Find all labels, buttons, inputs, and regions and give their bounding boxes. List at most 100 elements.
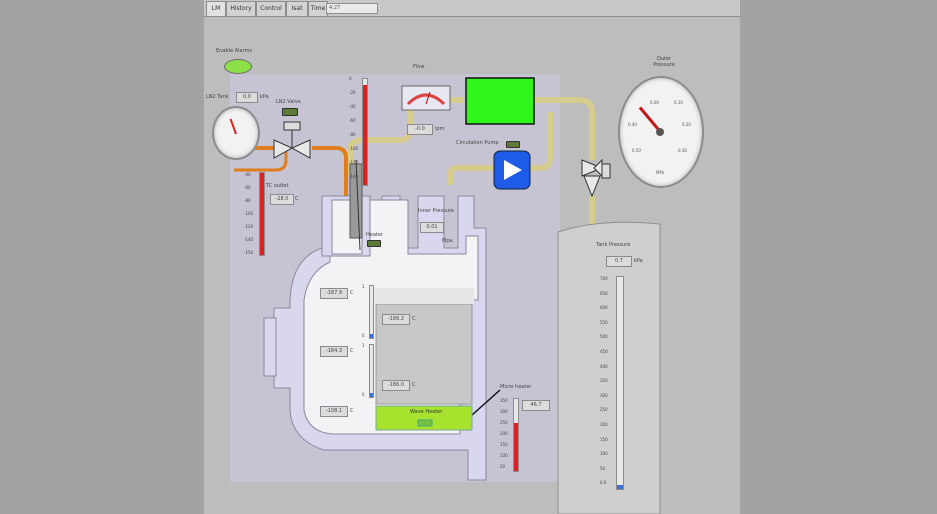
tc-outlet-value: -28.0 <box>270 194 294 205</box>
outer-gauge-hub <box>656 128 664 136</box>
wave-heater-button[interactable] <box>376 406 472 430</box>
bottom-scale-tick: 250 <box>500 420 508 425</box>
top-scale-tick: 0 <box>349 76 352 81</box>
inner-pressure-label: Inner Pressure <box>418 208 454 214</box>
bottom-scale-tick: 300 <box>500 409 508 414</box>
tc-outlet-unit: C <box>295 196 299 202</box>
bottom-scale-tick: 50 <box>500 464 506 469</box>
bottom-scale-tick: 200 <box>500 431 508 436</box>
circulation-pump-button[interactable] <box>494 151 530 189</box>
mini-scale-1-top: 1 <box>362 284 365 289</box>
mini-thermometer-1 <box>369 285 374 339</box>
temp-readout-3: -108.1 <box>320 406 348 417</box>
tab-isat[interactable]: Isat <box>286 1 308 16</box>
ln2-valve-label: LN2 Valve <box>276 99 301 105</box>
tank-scale-tick: 300 <box>600 392 608 398</box>
tank-scale-tick: 500 <box>600 334 608 340</box>
tank-scale-tick: 200 <box>600 422 608 427</box>
micro-heater-thermometer <box>513 398 519 472</box>
gauge-tick-5: 0.50 <box>632 148 641 153</box>
temp-readout-2: -184.3 <box>320 346 348 357</box>
circulation-pump-led <box>506 141 520 148</box>
temp-unit-3: C <box>350 408 354 414</box>
ln2-tank-label: LN2 Tank <box>206 94 229 100</box>
tank-scale-tick: 550 <box>600 319 608 325</box>
flow-label: Flow <box>413 64 425 70</box>
tank-pressure-unit: kPa <box>634 258 643 264</box>
top-scale-tick: -140 <box>349 174 359 179</box>
tank-scale-tick: 650 <box>600 290 608 296</box>
wave-heater-label: Wave Heater <box>410 409 443 415</box>
tab-history[interactable]: History <box>226 1 256 16</box>
mini-scale-2-top: 1 <box>362 343 365 348</box>
top-scale-tick: -100 <box>349 146 359 151</box>
bottom-scale-tick: 100 <box>500 453 508 458</box>
gauge-tick-1: 0.10 <box>674 100 683 105</box>
temp-unit-4: C <box>412 316 416 322</box>
top-scale-tick: -60 <box>349 118 356 123</box>
left-scale-tick: -100 <box>244 211 254 216</box>
tank-scale-tick: 600 <box>600 305 608 311</box>
gauge-tick-0: 0.00 <box>650 100 659 105</box>
temp-readout-5: -186.0 <box>382 380 410 391</box>
process-diagram <box>230 74 661 514</box>
mini-thermometer-2 <box>369 344 374 398</box>
top-scale-tick: -20 <box>349 90 356 95</box>
temp-unit-5: C <box>412 382 416 388</box>
flow-unit: lpm <box>435 126 445 132</box>
mini-scale-2-bottom: 0 <box>362 392 365 397</box>
inner-pressure-unit: Mpa <box>442 238 453 244</box>
gauge-tick-4: 0.40 <box>628 122 637 127</box>
temp-unit-1: C <box>350 290 354 296</box>
left-scale-tick: -60 <box>244 185 251 190</box>
tab-lm[interactable]: LM <box>206 1 226 16</box>
heater-label: Heater <box>366 232 383 238</box>
top-thermometer <box>362 78 368 186</box>
gauge-tick-2: 0.20 <box>682 122 691 127</box>
ln2-valve-led <box>282 108 298 116</box>
tab-control[interactable]: Control <box>256 1 286 16</box>
top-scale-tick: -40 <box>349 104 356 109</box>
heater-led <box>367 240 381 247</box>
tank-scale-tick: 150 <box>600 436 608 442</box>
ln2-tank-gauge <box>212 106 260 160</box>
left-scale-tick: -150 <box>244 250 254 255</box>
bottom-scale-tick: 150 <box>500 442 508 447</box>
top-scale-tick: -120 <box>349 160 359 165</box>
ln2-tank-value: 0.0 <box>236 92 258 103</box>
tank-scale-tick: 350 <box>600 378 608 384</box>
main-panel: LM History Control Isat Time 4:27 Enable… <box>204 0 740 514</box>
micro-heater-label: Micro heater <box>500 384 532 390</box>
inner-pressure-value: 0.01 <box>420 222 444 233</box>
left-scale-tick: -40 <box>244 172 251 177</box>
outer-pressure-label: Outer Pressure <box>653 56 675 68</box>
bottom-scale-tick: 350 <box>500 398 508 403</box>
tank-scale-tick: 50 <box>600 465 606 471</box>
flow-value: -0.0 <box>407 124 433 135</box>
top-scale-tick: -80 <box>349 132 356 137</box>
left-scale-tick: -120 <box>244 224 254 229</box>
temp-readout-4: -186.2 <box>382 314 410 325</box>
tc-outlet-label: TC outlet <box>266 183 289 189</box>
temp-unit-2: C <box>350 348 354 354</box>
gauge-unit: MPa <box>656 170 665 175</box>
tank-pressure-tube <box>616 276 624 490</box>
tank-scale-tick: 400 <box>600 363 608 369</box>
tank-pressure-value: 0.7 <box>606 256 632 267</box>
tank-pressure-label: Tank Pressure <box>596 242 631 248</box>
ln2-gauge-needle <box>229 118 237 135</box>
gauge-tick-3: 0.30 <box>678 148 687 153</box>
enable-alarms-label: Enable Alarms <box>216 48 252 54</box>
tank-scale-tick: 700 <box>600 276 608 281</box>
circulation-pump-label: Circulation Pump <box>456 140 499 146</box>
temp-readout-1: -187.9 <box>320 288 348 299</box>
tank-scale-tick: 0.0 <box>600 480 607 486</box>
enable-alarms-toggle[interactable] <box>224 59 252 74</box>
left-thermometer <box>259 172 265 256</box>
left-scale-tick: -140 <box>244 237 254 242</box>
tank-scale-tick: 100 <box>600 451 608 457</box>
ln2-tank-unit: kPa <box>260 94 269 100</box>
time-field[interactable]: 4:27 <box>326 3 378 14</box>
left-scale-tick: -80 <box>244 198 251 203</box>
mini-scale-1-bottom: 0 <box>362 333 365 338</box>
